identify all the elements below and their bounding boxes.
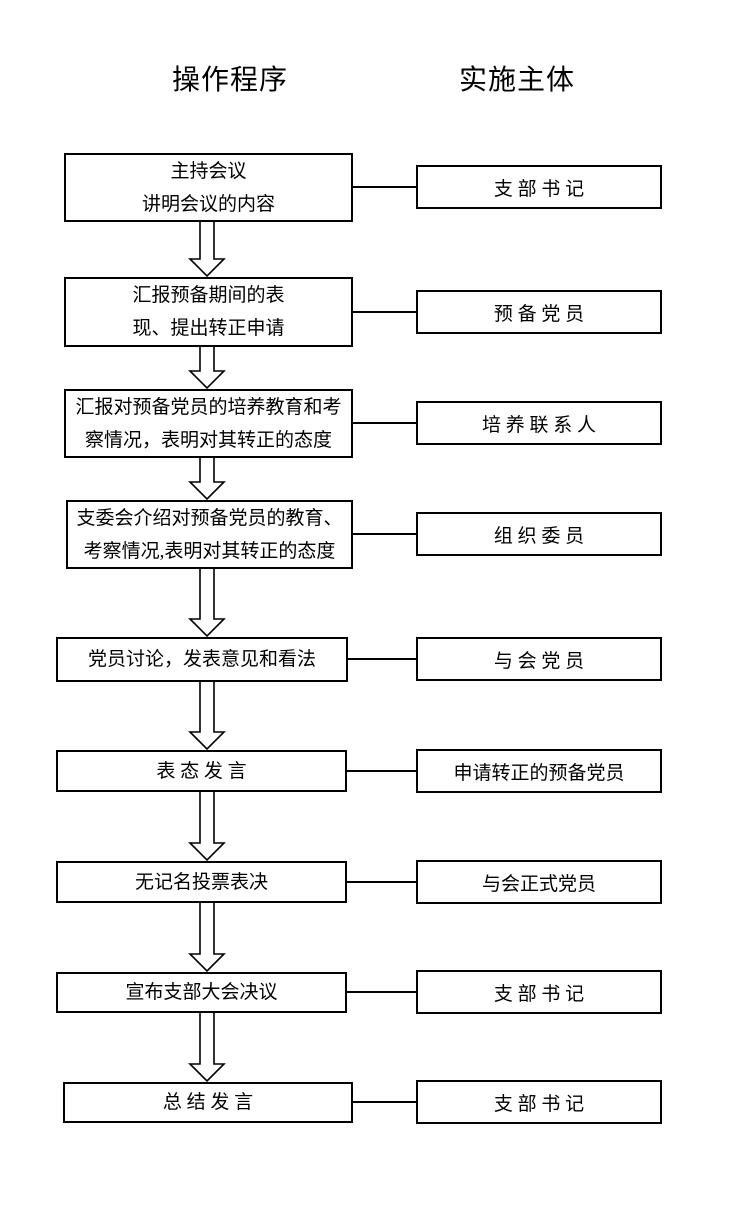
down-arrow-icon (188, 1013, 226, 1082)
connector-line (351, 1101, 416, 1103)
step-box: 总 结 发 言 (63, 1082, 353, 1123)
actor-box: 支 部 书 记 (416, 1080, 662, 1124)
step-box: 无记名投票表决 (56, 861, 347, 903)
down-arrow-icon (188, 903, 226, 972)
connector-line (346, 658, 416, 660)
down-arrow-icon (188, 792, 226, 861)
down-arrow-icon (188, 222, 226, 277)
step-box: 宣布支部大会决议 (56, 972, 347, 1013)
step-box: 汇报预备期间的表 现、提出转正申请 (64, 277, 353, 347)
connector-line (345, 991, 416, 993)
connector-line (351, 311, 416, 313)
actor-box: 预 备 党 员 (416, 290, 662, 334)
actor-box: 培 养 联 系 人 (416, 401, 662, 445)
step-box: 支委会介绍对预备党员的教育、 考察情况,表明对其转正的态度 (66, 500, 353, 569)
step-box: 汇报对预备党员的培养教育和考 察情况，表明对其转正的态度 (64, 389, 353, 458)
actor-box: 组 织 委 员 (416, 512, 662, 556)
connector-line (345, 881, 416, 883)
step-box: 党员讨论，发表意见和看法 (56, 637, 348, 682)
actor-box: 支 部 书 记 (416, 970, 662, 1014)
actor-box: 与会正式党员 (416, 860, 662, 904)
down-arrow-icon (188, 347, 226, 389)
column-header-actor: 实施主体 (459, 65, 576, 96)
actor-box: 支 部 书 记 (416, 165, 662, 209)
down-arrow-icon (188, 682, 226, 750)
connector-line (351, 422, 416, 424)
connector-line (345, 770, 416, 772)
actor-box: 申请转正的预备党员 (416, 749, 662, 793)
down-arrow-icon (188, 569, 226, 637)
step-box: 主持会议 讲明会议的内容 (64, 153, 353, 222)
connector-line (351, 533, 416, 535)
down-arrow-icon (188, 458, 226, 500)
connector-line (351, 186, 416, 188)
actor-box: 与 会 党 员 (416, 637, 662, 681)
column-header-procedure: 操作程序 (172, 65, 289, 96)
step-box: 表 态 发 言 (56, 750, 347, 792)
